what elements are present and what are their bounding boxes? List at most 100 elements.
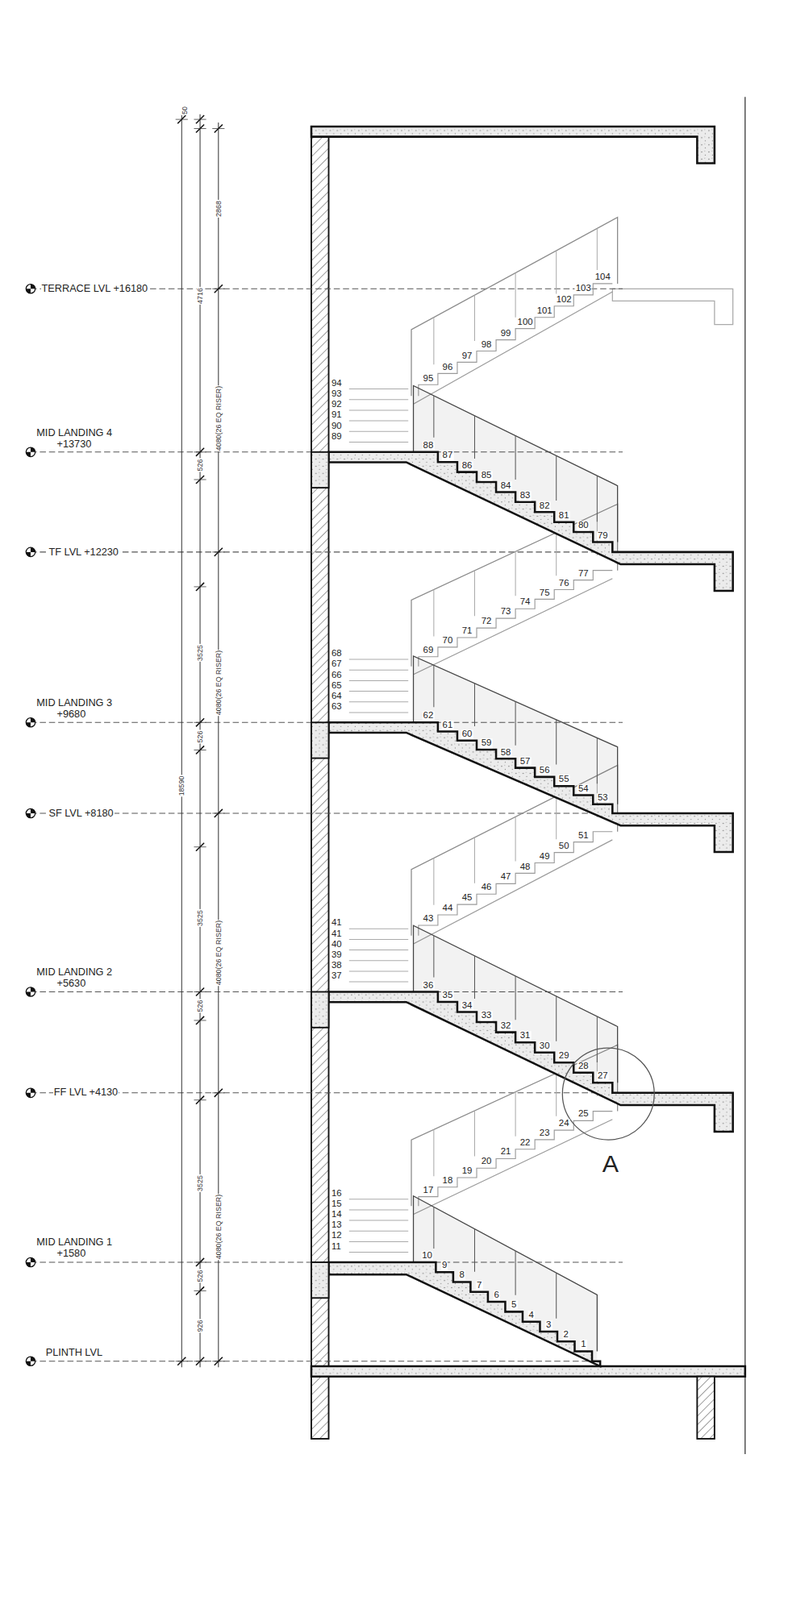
step-edge-line: [349, 929, 409, 930]
brick-wall: [311, 130, 330, 1440]
step-number: 14: [330, 1210, 343, 1220]
step-edge-line: [349, 950, 409, 951]
step-number: 40: [330, 940, 343, 950]
level-symbol-quadrant: [25, 1263, 31, 1268]
dimension-extension: [193, 586, 206, 588]
step-number: 46: [480, 883, 493, 893]
far-handrail: [411, 504, 618, 667]
level-symbol-quadrant: [30, 1357, 36, 1363]
step-number: 37: [330, 971, 343, 981]
level-line: [30, 551, 623, 553]
step-edge-line: [349, 1199, 409, 1201]
step-number: 99: [500, 329, 513, 338]
step-number: 38: [330, 961, 343, 971]
far-baluster: [515, 1092, 517, 1138]
dimension-extension: [193, 1020, 206, 1022]
step-edge-line: [349, 939, 409, 941]
step-number: 10: [421, 1251, 434, 1261]
step-number: 31: [519, 1031, 532, 1041]
level-symbol-quadrant: [25, 1362, 31, 1368]
step-number: 87: [441, 451, 455, 461]
dimension-text: 4080(26 EQ RISER): [214, 1194, 222, 1261]
dimension-extension: [193, 1291, 206, 1293]
level-label: FF LVL +4130: [53, 1088, 119, 1099]
landing-beam: [311, 722, 330, 759]
far-baluster: [515, 817, 517, 862]
landing-beam: [311, 452, 330, 488]
baluster: [555, 720, 557, 766]
step-number: 94: [330, 379, 343, 388]
baluster: [474, 956, 476, 1000]
step-edge-line: [349, 1252, 409, 1254]
dimension-text: 526: [196, 1270, 205, 1285]
level-symbol-quadrant: [30, 447, 36, 453]
step-number: 74: [519, 598, 532, 608]
step-number: 55: [558, 775, 571, 785]
dimension-text: 3525: [196, 909, 205, 928]
step-number: 50: [558, 842, 571, 851]
step-number: 82: [538, 501, 551, 511]
step-number: 24: [558, 1119, 571, 1129]
step-number: 59: [480, 738, 493, 748]
step-number: 11: [330, 1242, 342, 1252]
step-number: 100: [516, 317, 534, 327]
far-handrail: [411, 765, 618, 936]
step-number: 45: [461, 893, 474, 903]
step-number: 48: [519, 863, 532, 872]
step-edge-line: [349, 1231, 409, 1233]
baluster: [433, 1207, 434, 1250]
baluster: [433, 396, 434, 438]
level-symbol-quadrant: [30, 988, 36, 993]
baluster: [515, 976, 517, 1021]
cut-flights: [311, 386, 734, 1368]
step-number: 25: [577, 1110, 590, 1120]
baluster: [433, 936, 434, 979]
step-edge-line: [349, 1209, 409, 1211]
level-symbol: [25, 1088, 35, 1098]
step-edge-line: [349, 659, 409, 661]
step-number: 47: [500, 873, 513, 883]
step-number: 13: [330, 1221, 343, 1230]
step-number: 20: [480, 1157, 493, 1167]
step-number: 41: [330, 919, 343, 929]
dimension-extension: [193, 992, 206, 993]
dimension-text: 926: [196, 1320, 205, 1335]
step-number: 53: [596, 793, 609, 803]
step-number: 75: [538, 588, 551, 598]
step-edge-line: [349, 691, 409, 693]
step-number: 101: [536, 306, 554, 316]
step-number: 62: [422, 712, 435, 722]
baluster: [555, 1273, 557, 1319]
dimension-extension: [193, 479, 206, 480]
detail-callout-circle: [562, 1048, 655, 1141]
step-number: 49: [538, 852, 551, 862]
dimension-extension: [193, 750, 206, 751]
step-number: 89: [330, 432, 343, 442]
step-number: 4: [528, 1311, 535, 1321]
step-edge-line: [349, 670, 409, 672]
step-number: 66: [330, 671, 343, 680]
level-label: TF LVL +12230: [48, 546, 120, 558]
far-baluster: [474, 295, 476, 342]
dimension-extension: [212, 1361, 225, 1363]
dimension-text: 50: [181, 105, 189, 116]
step-number: 104: [594, 272, 612, 282]
step-number: 39: [330, 950, 343, 960]
step-number: 12: [330, 1232, 343, 1242]
step-number: 81: [558, 511, 571, 521]
step-number: 83: [519, 491, 532, 501]
dimension-line: [217, 122, 219, 1368]
step-edge-line: [349, 982, 409, 984]
step-number: 57: [519, 757, 532, 767]
step-number: 21: [500, 1148, 513, 1158]
level-symbol-quadrant: [25, 452, 31, 458]
step-number: 18: [441, 1176, 455, 1186]
step-number: 95: [422, 374, 435, 384]
level-label: TERRACE LVL +16180: [41, 283, 150, 295]
step-number: 76: [558, 579, 571, 588]
level-symbol: [25, 447, 35, 457]
dimension-text: 4716: [196, 287, 205, 305]
far-flight-stringer: [413, 1120, 613, 1216]
